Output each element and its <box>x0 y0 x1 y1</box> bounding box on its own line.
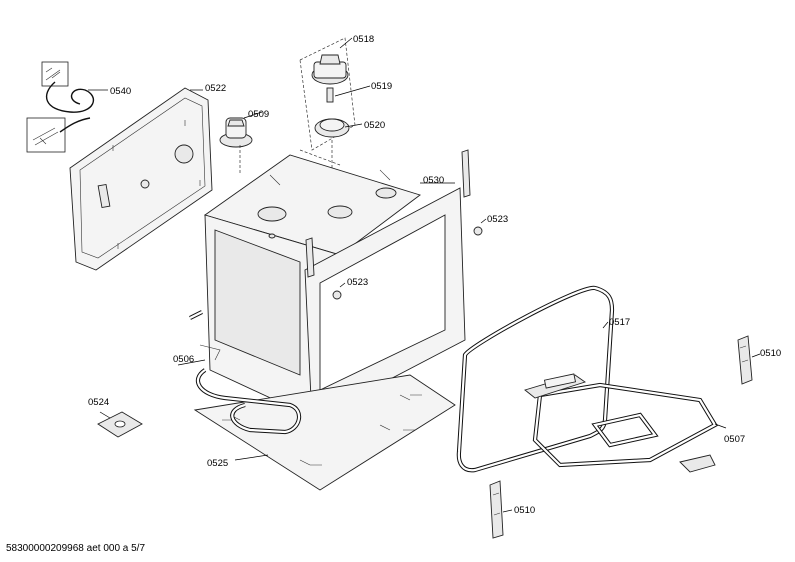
label-0510-right: 0510 <box>760 348 781 359</box>
label-0525: 0525 <box>207 458 228 469</box>
part-0523-screw-right <box>473 218 487 236</box>
part-0507-grill-heater <box>524 373 727 473</box>
part-0506-bottom-heater <box>177 344 302 435</box>
label-0522: 0522 <box>205 83 226 94</box>
label-0524: 0524 <box>88 397 109 408</box>
part-0540-cable-sensor <box>26 61 108 153</box>
part-0523-screw-center <box>332 282 346 300</box>
part-0517-door-seal <box>456 285 615 473</box>
label-0519: 0519 <box>371 81 392 92</box>
label-0540: 0540 <box>110 86 131 97</box>
label-0523-right: 0523 <box>487 214 508 225</box>
label-0506: 0506 <box>173 354 194 365</box>
part-0530-oven-cavity <box>189 149 471 421</box>
label-0518: 0518 <box>353 34 374 45</box>
label-0520: 0520 <box>364 120 385 131</box>
part-0522-rear-panel <box>69 87 213 271</box>
label-0510-bottom: 0510 <box>514 505 535 516</box>
label-0507: 0507 <box>724 434 745 445</box>
part-0524-pad <box>97 411 143 438</box>
label-0530: 0530 <box>423 175 444 186</box>
document-reference-footer: 58300000209968 aet 000 a 5/7 <box>6 543 146 554</box>
part-0525-base-plate <box>193 374 456 491</box>
label-0509: 0509 <box>248 109 269 120</box>
part-0510-bracket-right <box>737 335 761 385</box>
part-0510-bracket-bottom <box>489 480 513 539</box>
part-0509-fan-assembly <box>219 111 263 175</box>
label-0523-center: 0523 <box>347 277 368 288</box>
label-0517: 0517 <box>609 317 630 328</box>
